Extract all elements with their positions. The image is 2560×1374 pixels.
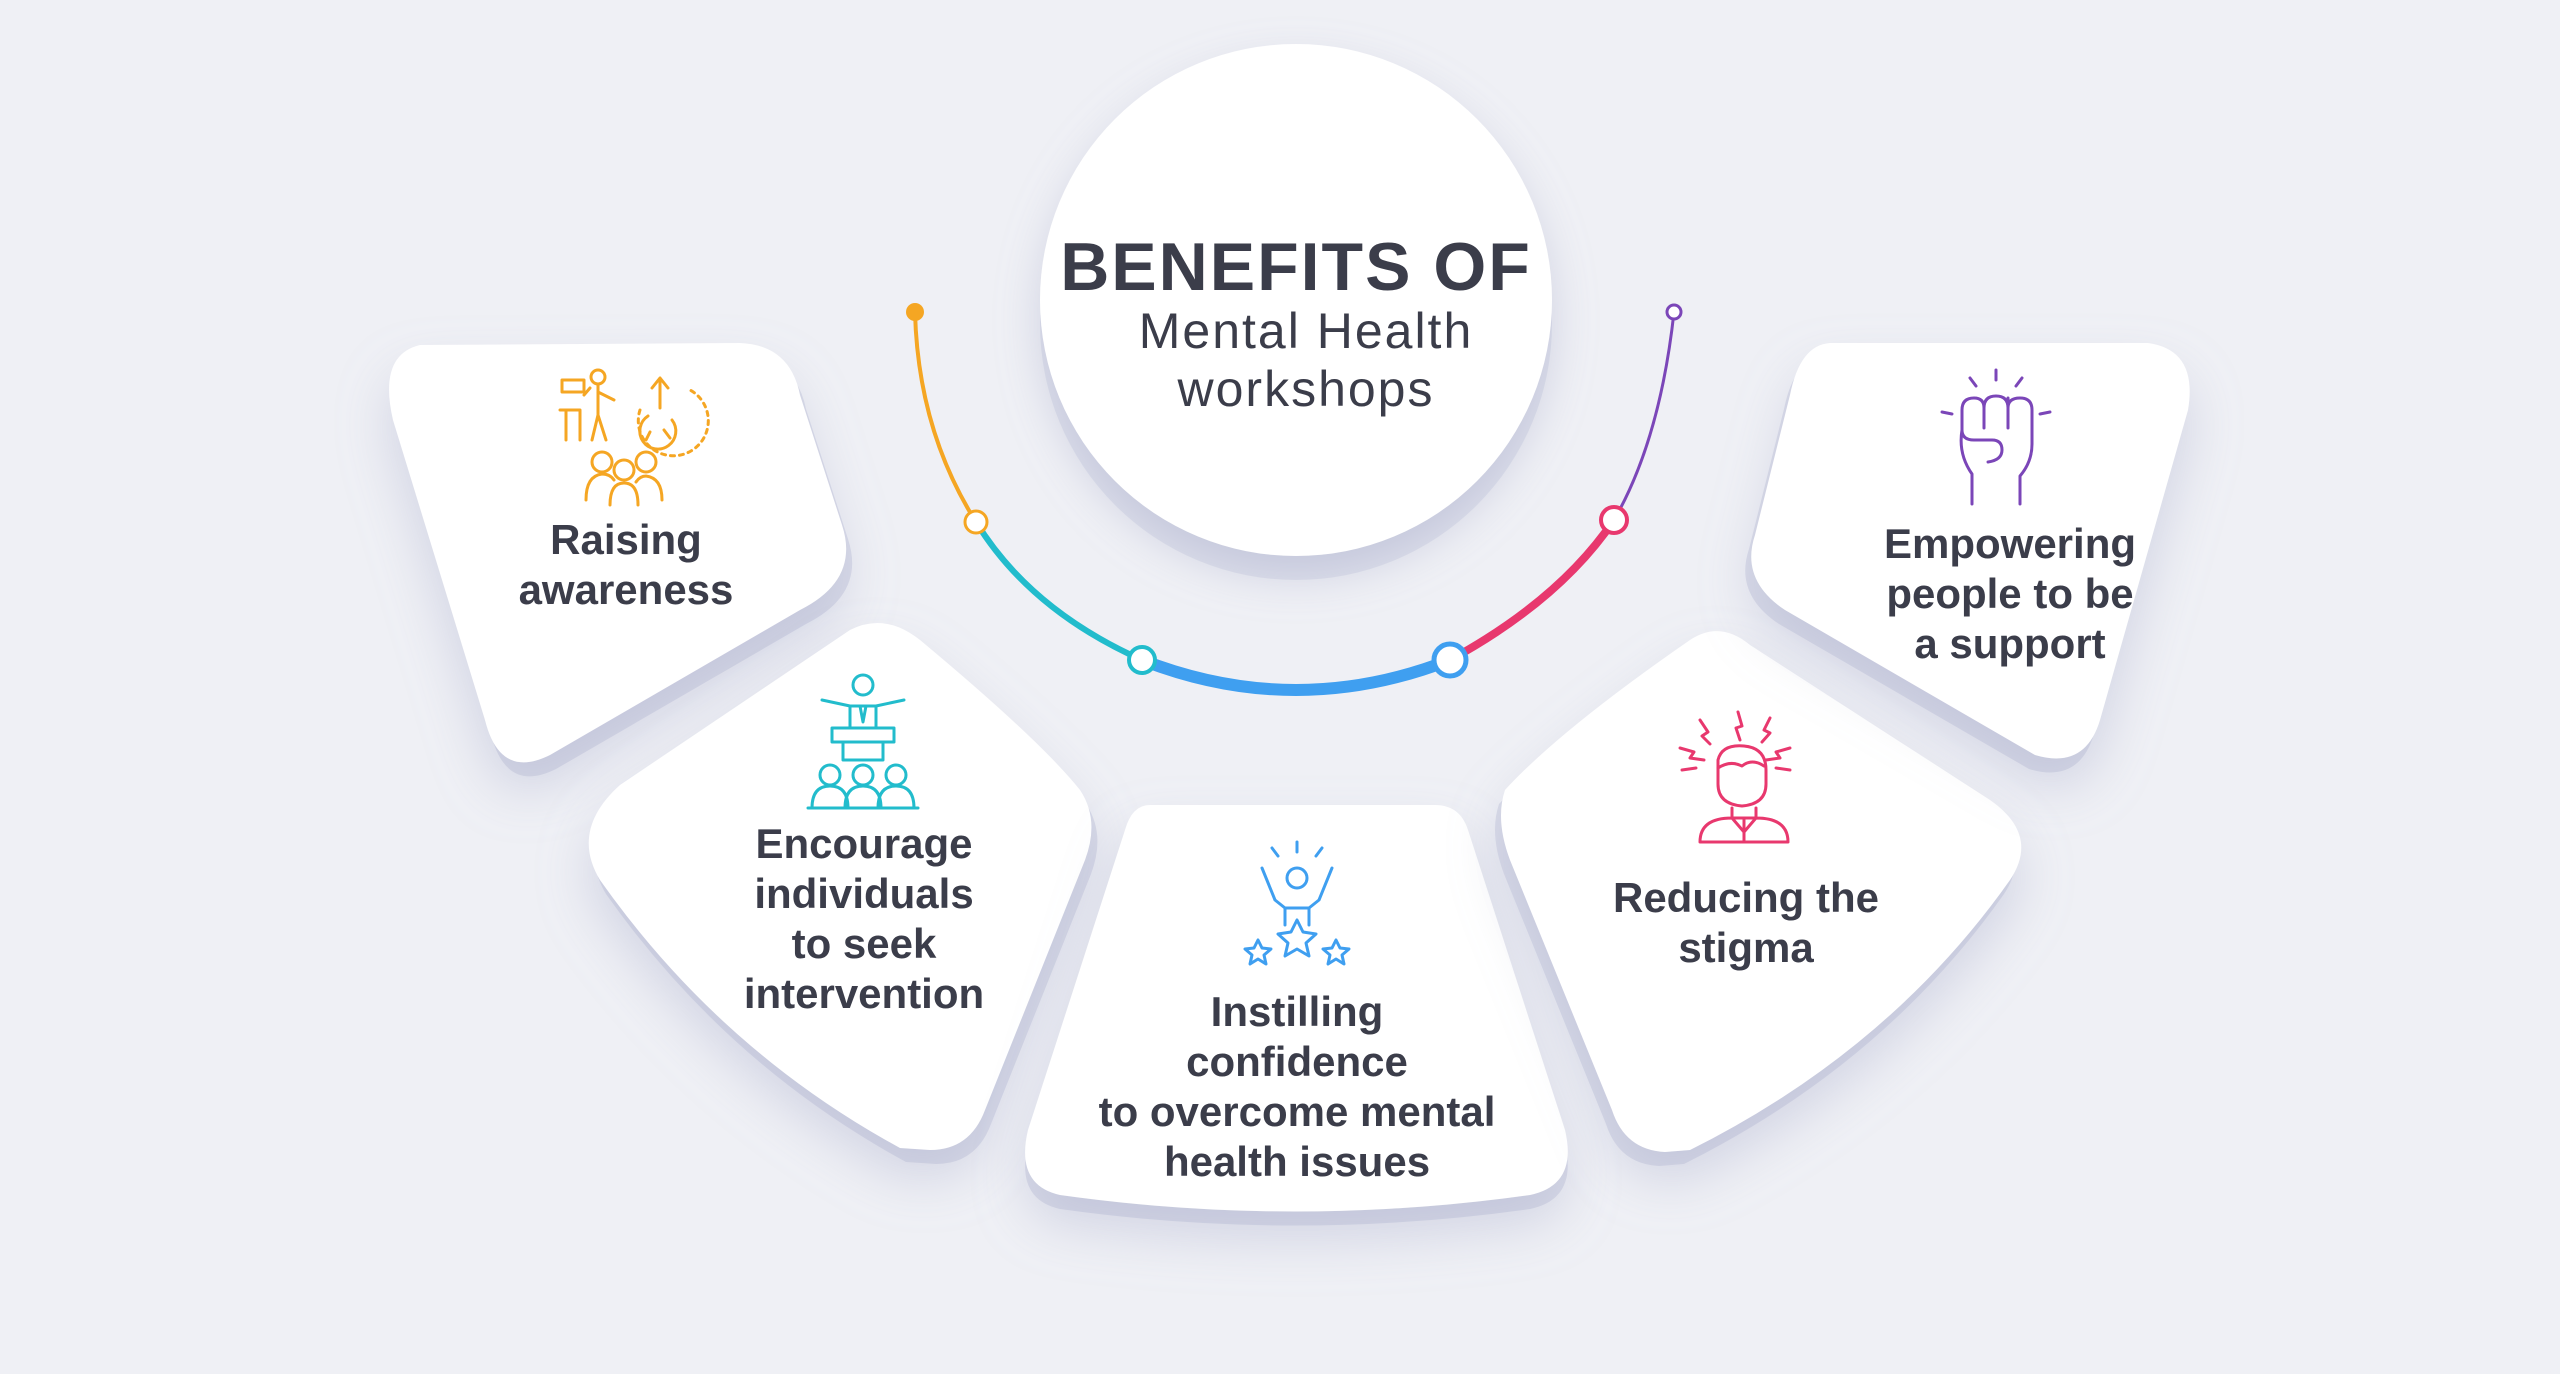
card-empowering-people: Empowering people to be a support [1745,343,2190,773]
card-encourage-line-4: intervention [744,970,984,1017]
card-raising-awareness: Raising awareness [389,343,853,777]
card-raising-line-1: Raising [550,516,702,563]
title-circle: BENEFITS OF Mental Health workshops [1040,44,1552,580]
card-encourage-line-1: Encourage [755,820,972,867]
card-encourage-line-3: to seek [792,920,937,967]
card-reducing-line-2: stigma [1678,924,1814,971]
card-empowering-line-2: people to be [1886,570,2133,617]
arc-start-dot [906,303,924,321]
awareness-people-icon [558,368,710,507]
achiever-stars-icon [1243,840,1351,966]
node-pink [1599,505,1629,535]
title-line-3: workshops [1177,361,1435,417]
arc-segment-blue [1136,654,1456,696]
title-line-2: Mental Health [1139,303,1474,359]
node-orange [963,509,989,535]
card-encourage-individuals: Encourage individuals to seek interventi… [588,622,1098,1164]
card-raising-line-2: awareness [519,566,734,613]
arc-segment-orange [913,310,978,524]
raised-fist-icon [1940,368,2052,506]
card-empowering-line-1: Empowering [1884,520,2136,567]
card-instilling-line-3: to overcome mental [1099,1088,1496,1135]
card-encourage-line-2: individuals [754,870,973,917]
connector-arc [906,303,1683,696]
card-instilling-confidence: Instilling confidence to overcome mental… [1025,805,1568,1226]
card-instilling-line-1: Instilling [1211,988,1384,1035]
node-teal [1127,645,1157,675]
arc-segment-teal [973,519,1145,663]
stressed-person-icon [1678,710,1792,844]
title-line-1: BENEFITS OF [1060,229,1532,305]
arc-end-dot [1665,303,1683,321]
card-empowering-line-3: a support [1914,620,2105,667]
node-blue [1431,641,1469,679]
card-instilling-line-2: confidence [1186,1038,1408,1085]
arc-segment-pink [1446,516,1618,664]
card-reducing-line-1: Reducing the [1613,874,1879,921]
speaker-audience-icon [806,673,920,810]
arc-segment-purple [1612,310,1676,522]
card-instilling-line-4: health issues [1164,1138,1430,1185]
card-reducing-stigma: Reducing the stigma [1495,631,2022,1166]
